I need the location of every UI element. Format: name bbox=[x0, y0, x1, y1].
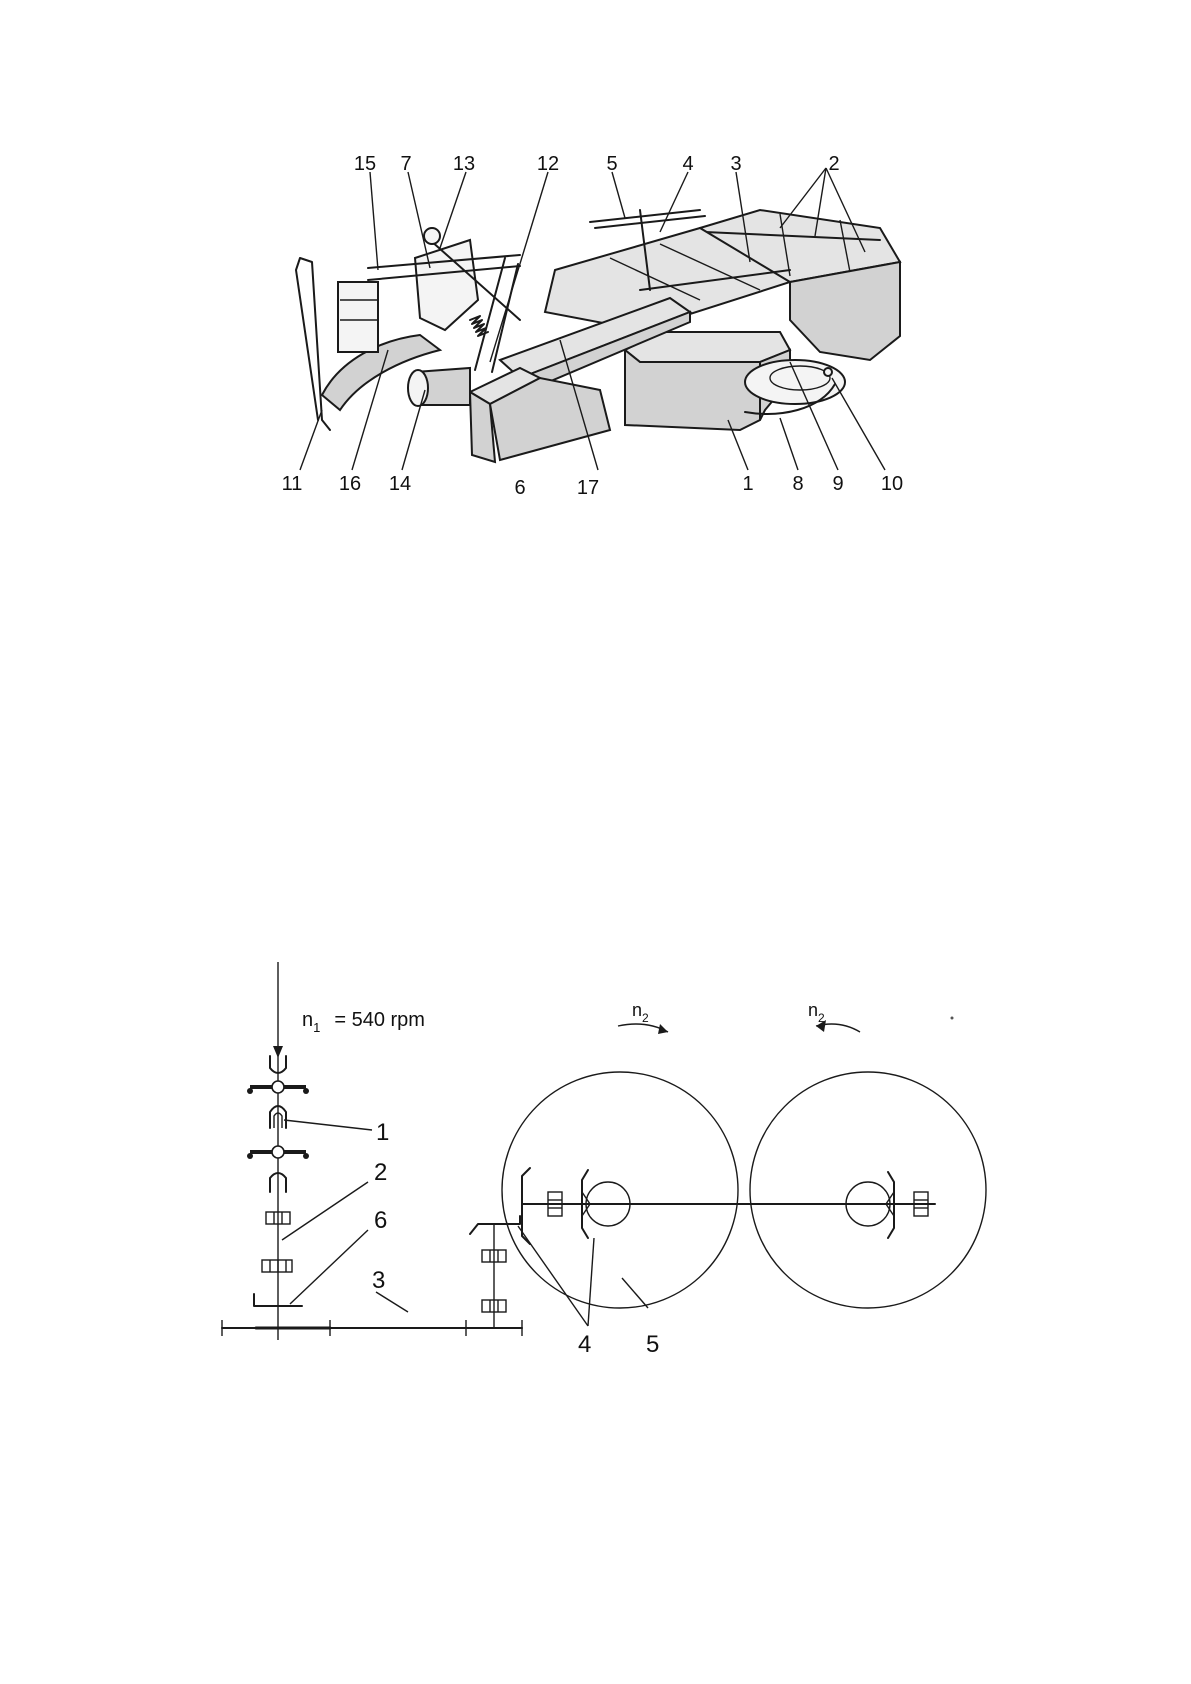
scheme-callout-1: 1 bbox=[376, 1119, 389, 1146]
callout-11: 11 bbox=[282, 473, 303, 495]
yoke-pin-2 bbox=[272, 1146, 284, 1158]
callout-17: 17 bbox=[577, 477, 599, 499]
callout-8: 8 bbox=[792, 473, 803, 495]
mower-perspective-figure: 15 7 13 12 5 4 3 2 11 16 14 6 17 1 8 9 1… bbox=[0, 0, 1191, 520]
drive-scheme-drawing: n1= 540 rpm bbox=[0, 960, 1191, 1380]
callout-13: 13 bbox=[453, 153, 475, 175]
callout-1: 1 bbox=[742, 473, 753, 495]
drive-scheme-figure: n1= 540 rpm bbox=[0, 960, 1191, 1380]
scheme-callout-4: 4 bbox=[578, 1331, 591, 1358]
callout-4: 4 bbox=[682, 153, 693, 175]
yoke-pin-1 bbox=[272, 1081, 284, 1093]
bearing-2 bbox=[262, 1260, 292, 1272]
secondary-bevel-gear bbox=[470, 1216, 520, 1234]
callout-15: 15 bbox=[354, 153, 376, 175]
scheme-callout-3: 3 bbox=[372, 1267, 385, 1294]
hitch-bracket bbox=[296, 258, 330, 430]
mower-drawing: 15 7 13 12 5 4 3 2 11 16 14 6 17 1 8 9 1… bbox=[0, 0, 1191, 520]
callout-2: 2 bbox=[828, 153, 839, 175]
callout-16: 16 bbox=[339, 473, 361, 495]
callout-9: 9 bbox=[832, 473, 843, 495]
callout-6: 6 bbox=[514, 477, 525, 499]
callout-3: 3 bbox=[730, 153, 741, 175]
disc-speed-label-right: n2 bbox=[808, 1000, 825, 1025]
scheme-callout-leaders bbox=[282, 1120, 648, 1326]
housing-side-front bbox=[625, 350, 760, 430]
cutting-disc-right bbox=[750, 1072, 986, 1308]
callout-14: 14 bbox=[389, 473, 411, 495]
input-speed-label: n1= 540 rpm bbox=[302, 1009, 425, 1035]
scheme-callout-6: 6 bbox=[374, 1207, 387, 1234]
cutting-disc-left bbox=[502, 1072, 738, 1308]
disc-speed-label-left: n2 bbox=[632, 1000, 649, 1025]
callout-5: 5 bbox=[606, 153, 617, 175]
scheme-callout-5: 5 bbox=[646, 1331, 659, 1358]
callout-7: 7 bbox=[400, 153, 411, 175]
callout-10: 10 bbox=[881, 473, 903, 495]
scheme-callout-2: 2 bbox=[374, 1159, 387, 1186]
callout-12: 12 bbox=[537, 153, 559, 175]
